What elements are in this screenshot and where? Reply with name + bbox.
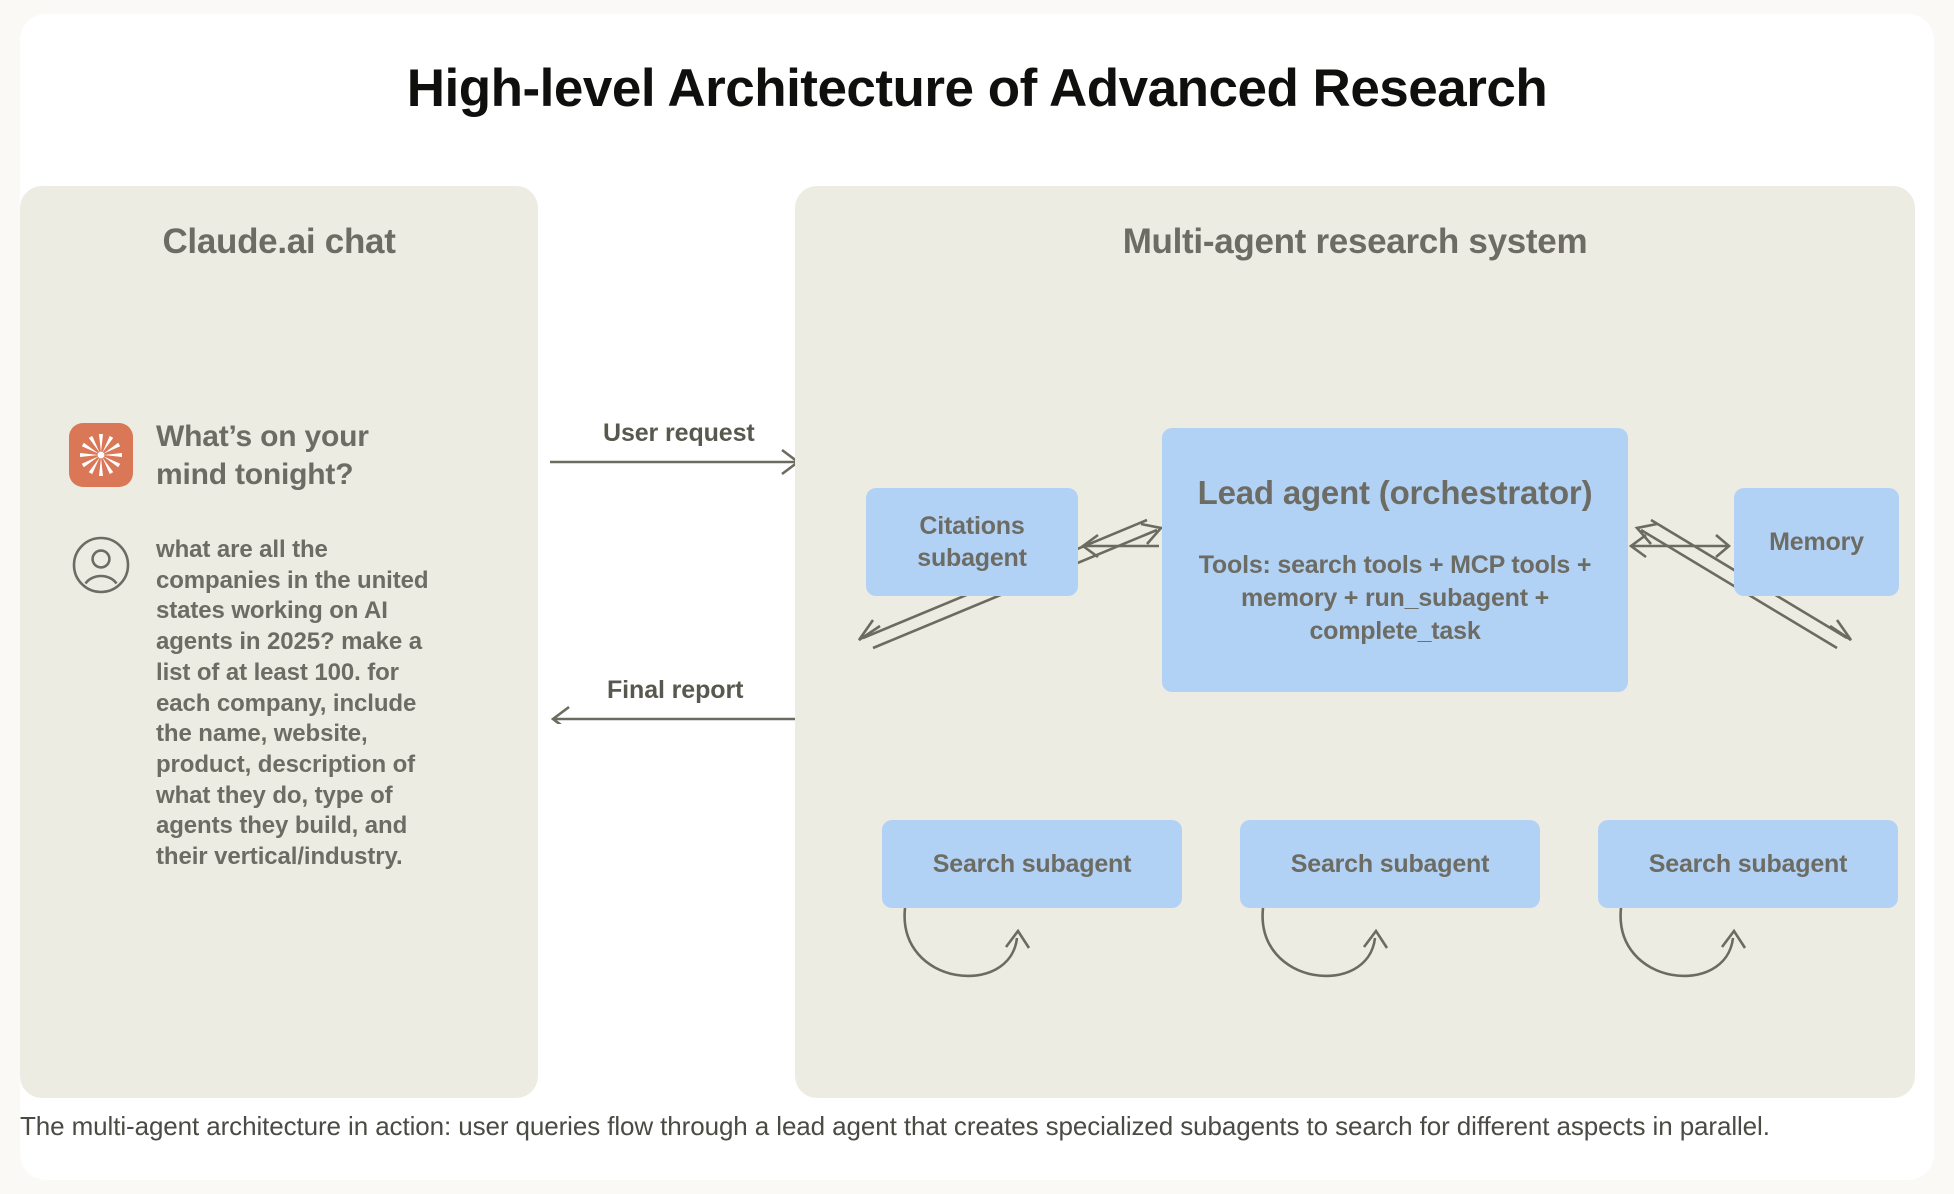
chat-panel-title: Claude.ai chat	[162, 222, 396, 261]
figure-caption: The multi-agent architecture in action: …	[20, 1111, 1770, 1141]
final-report-label: Final report	[607, 676, 744, 704]
user-message-text: what are all the companies in the united…	[156, 536, 429, 871]
lead-agent-title: Lead agent (orchestrator)	[1197, 473, 1593, 511]
citations-subagent-node[interactable]: Citations subagent	[866, 488, 1078, 596]
page-title: High-level Architecture of Advanced Rese…	[406, 59, 1548, 118]
search-subagent-node[interactable]: Search subagent	[882, 820, 1182, 908]
claude-chat-panel: Claude.ai chat	[20, 186, 538, 1098]
system-panel-title: Multi-agent research system	[1122, 222, 1588, 261]
search-subagent-node[interactable]: Search subagent	[1240, 820, 1540, 908]
claude-starburst-icon	[69, 423, 133, 487]
memory-node[interactable]: Memory	[1734, 488, 1899, 596]
lead-agent-tools: Tools: search tools + MCP tools + memory…	[1198, 551, 1592, 646]
figure-card: High-level Architecture of Advanced Rese…	[20, 14, 1934, 1180]
assistant-greeting-text: What’s on your mind tonight?	[156, 420, 369, 492]
user-request-label: User request	[603, 419, 755, 447]
chat-to-system-arrows	[550, 448, 801, 724]
lead-agent-node[interactable]: Lead agent (orchestrator) Tools: search …	[1162, 428, 1628, 692]
search-subagent-node[interactable]: Search subagent	[1598, 820, 1898, 908]
user-avatar-icon	[72, 536, 130, 594]
